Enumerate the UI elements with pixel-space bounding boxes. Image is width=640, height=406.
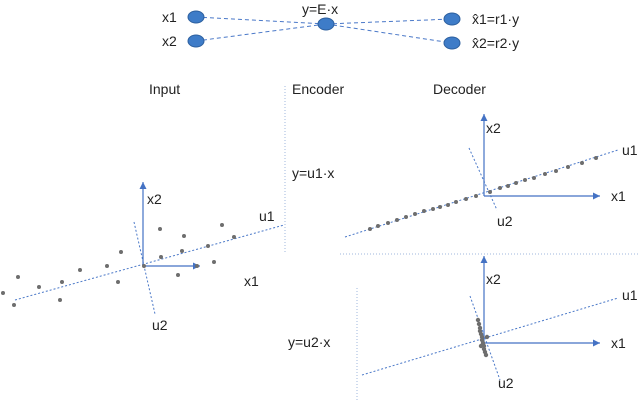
data-point (119, 250, 123, 254)
data-point (446, 203, 450, 207)
decoder-u1-points (368, 156, 598, 231)
decoder-u2-points (475, 317, 490, 358)
encoder-u2-projection: y=u2·x (288, 334, 330, 350)
data-point (195, 264, 199, 268)
data-point (438, 205, 442, 209)
data-point (116, 280, 120, 284)
decoder-top-u2-label: u2 (497, 213, 513, 229)
data-point (142, 264, 146, 268)
u1-axis-line (361, 297, 619, 376)
data-point (532, 176, 536, 180)
data-point (220, 223, 224, 227)
data-point (476, 321, 482, 327)
node-hidden (317, 17, 335, 31)
decoder-u1-panel: x2 u1 x1 u2 (344, 114, 638, 238)
data-point (523, 178, 527, 182)
data-point (1, 291, 5, 295)
data-point (60, 280, 64, 284)
u1-axis-line (344, 149, 619, 238)
data-point (543, 172, 547, 176)
data-point (488, 190, 492, 194)
decoder-bottom-x2-label: x2 (486, 271, 501, 287)
data-point (37, 285, 41, 289)
decoder-bottom-u1-label: u1 (622, 287, 638, 303)
input-label-x2: x2 (162, 33, 177, 49)
data-point (232, 235, 236, 239)
input-u2-label: u2 (152, 317, 168, 333)
data-point (404, 215, 408, 219)
decoder-bottom-u2-label: u2 (498, 375, 514, 391)
data-point (454, 200, 458, 204)
data-point (176, 273, 180, 277)
edge-hidden-out1 (325, 18, 453, 25)
decoder-top-x1-label: x1 (611, 188, 626, 204)
decoder-panel-title: Decoder (433, 81, 486, 97)
data-point (386, 221, 390, 225)
data-point (58, 298, 62, 302)
node-out2 (443, 36, 461, 50)
data-point (16, 275, 20, 279)
encoder-panel-title: Encoder (292, 81, 344, 97)
data-point (498, 186, 502, 190)
u2-axis-line (468, 147, 498, 211)
decoder-top-u1-label: u1 (622, 142, 638, 158)
data-point (464, 197, 468, 201)
data-point (422, 209, 426, 213)
node-x1 (187, 10, 205, 24)
input-x2-label: x2 (147, 191, 162, 207)
u2-axis-line (133, 221, 156, 315)
data-point (474, 194, 478, 198)
data-point (376, 224, 380, 228)
data-point (182, 234, 186, 238)
network-schematic: x1 x2 y=E·x x̂1=r1·y x̂2=r2·y (162, 1, 519, 51)
data-point (431, 207, 435, 211)
data-point (514, 181, 518, 185)
data-point (475, 317, 481, 323)
data-point (206, 244, 210, 248)
data-point (368, 227, 372, 231)
input-panel-title: Input (149, 81, 180, 97)
u2-axis-line (469, 295, 501, 381)
data-point (506, 184, 510, 188)
decoder-bottom-x1-label: x1 (611, 335, 626, 351)
data-point (212, 260, 216, 264)
data-point (594, 156, 598, 160)
input-x1-label: x1 (244, 273, 259, 289)
data-point (180, 249, 184, 253)
data-point (159, 255, 163, 259)
edge-x2-hidden (195, 23, 327, 42)
data-point (580, 161, 584, 165)
edge-x1-hidden (195, 16, 327, 25)
decoder-top-x2-label: x2 (486, 120, 501, 136)
decoder-u2-panel: x2 u1 x1 u2 (361, 256, 638, 391)
data-point (395, 218, 399, 222)
node-x2 (187, 34, 205, 48)
data-point (483, 352, 489, 358)
encoder-u1-projection: y=u1·x (292, 165, 334, 181)
data-point (105, 264, 109, 268)
data-point (78, 268, 82, 272)
edge-hidden-out2 (325, 23, 453, 44)
input-label-x1: x1 (162, 9, 177, 25)
input-u1-label: u1 (259, 208, 275, 224)
node-out1 (443, 12, 461, 26)
output-label-1: x̂1=r1·y (472, 11, 519, 27)
data-point (554, 169, 558, 173)
data-point (158, 227, 162, 231)
u1-axis-line (14, 224, 285, 301)
data-point (413, 212, 417, 216)
data-point (484, 334, 490, 340)
data-point (566, 165, 570, 169)
data-point (12, 303, 16, 307)
hidden-label: y=E·x (302, 1, 338, 17)
data-point (478, 343, 484, 349)
output-label-2: x̂2=r2·y (472, 35, 519, 51)
input-data-points (1, 223, 236, 307)
input-panel: x2 u1 x1 u2 (1, 182, 285, 333)
